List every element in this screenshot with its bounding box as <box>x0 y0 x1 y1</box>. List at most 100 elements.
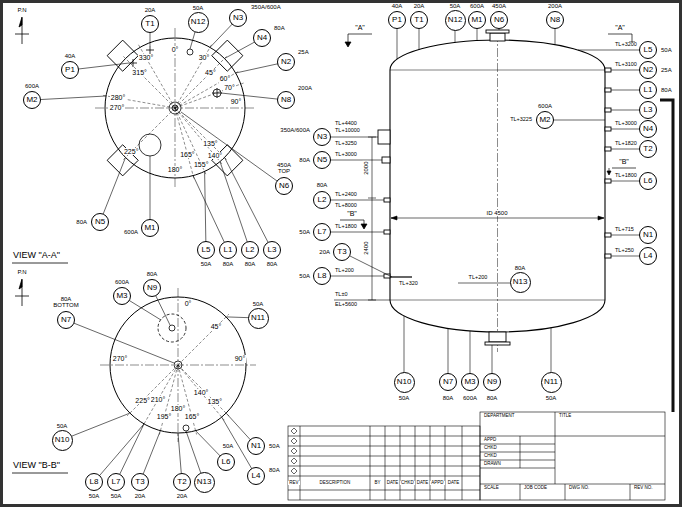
support-lug <box>212 145 243 176</box>
angle-label: 135° <box>202 140 218 147</box>
elevation-note: TL+250 <box>614 248 635 254</box>
callout-number: N12 <box>448 16 463 24</box>
nozzle-size: 80A <box>298 157 311 163</box>
title-underline <box>12 263 68 264</box>
nozzle-flange <box>485 342 510 345</box>
north-arrow <box>15 34 29 35</box>
callout-number: M2 <box>26 96 37 104</box>
nozzle-callout: L5 <box>639 41 657 59</box>
title-block <box>480 460 555 461</box>
angle-label: 30° <box>198 54 211 61</box>
nozzle-size: 600A <box>123 229 139 235</box>
angle-label: 0° <box>171 46 180 53</box>
nozzle-callout: N12 <box>188 12 209 33</box>
callout-number: L1 <box>224 246 233 254</box>
angle-label: 140° <box>193 389 209 396</box>
north-arrow <box>15 296 29 297</box>
callout-number: L6 <box>222 458 231 466</box>
nozzle-flange <box>605 68 611 72</box>
callout-number: N10 <box>55 436 70 444</box>
nozzle-size: 50A <box>545 395 558 401</box>
dimension-line <box>391 218 604 219</box>
leader-line <box>100 158 126 223</box>
leader-line <box>181 112 284 186</box>
nozzle-callout: N2 <box>639 61 657 79</box>
nozzle-size: 80A <box>514 265 527 271</box>
elevation-note: TL+3000 <box>334 152 358 158</box>
elevation-note: TL+200 <box>334 268 355 274</box>
callout-number: N5 <box>317 156 327 164</box>
section-marker-label: "A" <box>614 24 626 31</box>
callout-number: L4 <box>644 252 653 260</box>
callout-number: N3 <box>233 14 243 22</box>
orientation-line <box>175 83 245 108</box>
nozzle-callout: L6 <box>217 453 235 471</box>
angle-label: 140° <box>207 152 223 159</box>
leader-line <box>322 160 382 161</box>
nozzle-size: 20A <box>176 493 189 499</box>
nozzle-callout: L4 <box>639 247 657 265</box>
callout-number: L8 <box>318 272 327 280</box>
angle-label: 180° <box>170 405 186 412</box>
nozzle-callout: T2 <box>639 140 657 158</box>
nozzle-callout: M1 <box>468 11 486 29</box>
leader-line <box>193 176 228 250</box>
north-mark: P.N <box>16 7 27 13</box>
callout-number: N11 <box>544 378 558 386</box>
nozzle-flange <box>605 88 611 92</box>
nozzle-symbol <box>213 89 221 97</box>
section-marker-label: "B" <box>346 210 358 217</box>
elevation-note: TL+1800 <box>334 224 358 230</box>
title-block <box>288 456 480 457</box>
callout-number: N5 <box>95 218 105 226</box>
callout-number: L5 <box>644 46 653 54</box>
dimension-text: 2000 <box>363 160 369 175</box>
section-marker-label: "B" <box>618 158 630 165</box>
elevation-note: TL+2400 <box>334 192 358 198</box>
nozzle-callout: N4 <box>639 120 657 138</box>
nozzle-callout: N1 <box>247 437 265 455</box>
nozzle-callout: L8 <box>313 267 331 285</box>
title-block <box>291 468 297 474</box>
nozzle-callout: L7 <box>107 473 125 491</box>
nozzle-callout: N13 <box>510 272 531 293</box>
callout-number: L7 <box>112 478 121 486</box>
nozzle-flange <box>489 332 506 342</box>
title-block-cell: CHKD <box>483 446 498 451</box>
callout-number: N1 <box>251 442 261 450</box>
leader-line <box>220 162 250 250</box>
title-block-cell: SCALE <box>483 486 500 491</box>
nozzle-size: 50A <box>56 423 69 429</box>
nozzle-size: 50A <box>449 3 462 9</box>
nozzle-size: 80A <box>244 261 257 267</box>
orientation-line <box>123 56 175 108</box>
callout-number: N11 <box>251 314 265 322</box>
nozzle-size: 40A <box>64 53 77 59</box>
nozzle-callout: T3 <box>131 473 149 491</box>
nozzle-callout: N13 <box>194 472 215 493</box>
title-block-cell: BY <box>373 481 381 486</box>
angle-label: 225° <box>123 148 139 155</box>
nozzle-flange <box>605 233 611 237</box>
callout-number: M3 <box>116 292 127 300</box>
dimension-text: ID 4500 <box>485 210 508 216</box>
nozzle-flange <box>605 127 611 131</box>
angle-label: 180° <box>167 166 183 173</box>
center-line <box>497 33 498 352</box>
dimension-line <box>334 300 390 301</box>
callout-number: T3 <box>337 248 346 256</box>
callout-number: N8 <box>281 96 291 104</box>
callout-number: L6 <box>644 177 653 185</box>
nozzle-symbol <box>174 361 182 369</box>
title-block-cell: CHKD <box>400 481 415 486</box>
callout-number: L7 <box>318 228 327 236</box>
nozzle-callout: N11 <box>541 372 562 393</box>
nozzle-callout: P1 <box>388 11 406 29</box>
callout-number: N7 <box>443 378 453 386</box>
nozzle-callout: L2 <box>313 191 331 209</box>
leader-line <box>322 232 384 233</box>
title-block <box>462 426 463 500</box>
leader-line <box>32 96 106 100</box>
nozzle-symbol <box>169 102 181 114</box>
title-block <box>415 426 416 500</box>
